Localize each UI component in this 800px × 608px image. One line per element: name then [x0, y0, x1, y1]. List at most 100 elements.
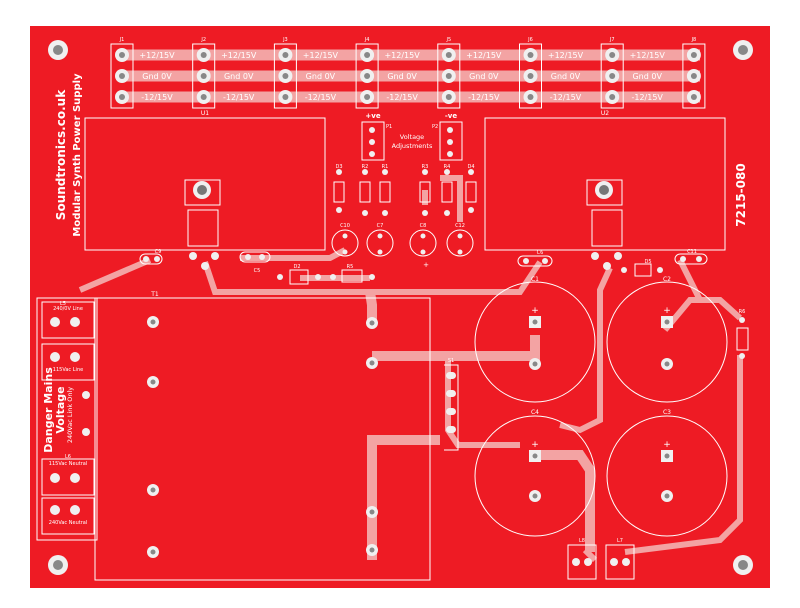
- copper-traces: [78, 49, 743, 563]
- header-pin-label: +12/15V: [221, 51, 257, 60]
- mains-terminal-block: [36, 297, 98, 541]
- c2-label: C2: [663, 276, 671, 283]
- header-pin-label: +12/15V: [548, 51, 584, 60]
- voltage-adjust-area: [361, 121, 463, 161]
- header-ref-label: J5: [445, 37, 451, 43]
- lower-small-parts: [139, 251, 708, 285]
- pos-adjust-label: +ve: [365, 112, 380, 120]
- header-outline: [110, 43, 134, 109]
- header-ref-label: J3: [282, 37, 288, 43]
- neg-adjust-label: -ve: [445, 112, 457, 120]
- c10-outline: [331, 229, 359, 257]
- pcb-board: [30, 26, 770, 588]
- r1-outline: [379, 181, 391, 203]
- header-pin-hole: [445, 94, 452, 100]
- header-pin-hole: [527, 73, 534, 79]
- l7-terminal: [605, 544, 635, 580]
- p2-label: P2: [432, 124, 438, 130]
- voltage-adjust-title-2: Adjustments: [392, 142, 433, 150]
- r3-outline: [419, 181, 431, 203]
- d2-label: D2: [293, 264, 300, 270]
- c7-outline: [366, 229, 394, 257]
- header-pin-hole: [609, 73, 616, 79]
- c11-outline: [674, 253, 708, 265]
- mains-link-note: 240Vac Link Only: [66, 387, 74, 443]
- c1-outline: [474, 281, 596, 403]
- d3-label: D3: [335, 164, 342, 170]
- mounting-holes: [48, 40, 753, 575]
- header-pin-hole: [527, 94, 534, 100]
- c10-label: C10: [340, 223, 350, 229]
- c12-outline: [446, 229, 474, 257]
- header-outline: [355, 43, 379, 109]
- header-ref-label: J6: [527, 37, 533, 43]
- header-ref-label: J4: [364, 37, 370, 43]
- r4-outline: [441, 181, 453, 203]
- header-pin-hole: [609, 94, 616, 100]
- mains-bottom-label: 240Vac Neutral: [49, 520, 87, 526]
- l5-label: L5: [60, 301, 66, 307]
- t1-label: T1: [150, 291, 159, 298]
- small-electrolytics: [331, 229, 474, 257]
- c1-plus: +: [531, 306, 539, 316]
- d4-label: D4: [467, 164, 474, 170]
- header-pin-hole: [364, 94, 371, 100]
- c3-plus: +: [663, 440, 671, 450]
- d5-outline: [634, 263, 652, 277]
- header-ref-label: J2: [200, 37, 206, 43]
- header-ref-label: J7: [609, 37, 615, 43]
- header-ref-label: J8: [691, 37, 697, 43]
- l6-label: L6: [65, 454, 71, 460]
- c8-outline: [409, 229, 437, 257]
- c11-label: C11: [687, 249, 697, 255]
- r2-label: R2: [362, 164, 369, 170]
- u1-outline: [84, 117, 326, 251]
- header-pin-label: -12/15V: [386, 93, 418, 102]
- c6-label: C6: [537, 250, 544, 256]
- d5-label: D5: [644, 259, 651, 265]
- header-pin-label: Gnd 0V: [306, 72, 336, 81]
- c2-outline: [606, 281, 728, 403]
- header-pin-label: Gnd 0V: [551, 72, 581, 81]
- c5-outline: [239, 251, 271, 263]
- small-component-pads: [336, 169, 474, 216]
- header-pin-hole: [364, 52, 371, 58]
- r2-outline: [359, 181, 371, 203]
- mounting-hole: [48, 555, 68, 575]
- mounting-hole: [48, 40, 68, 60]
- header-ref-label: J1: [119, 37, 125, 43]
- c2-plus: +: [663, 306, 671, 316]
- header-pin-hole: [282, 73, 289, 79]
- mounting-hole: [733, 40, 753, 60]
- regulator-outlines: [84, 117, 726, 251]
- danger-label-line2: Voltage: [54, 386, 67, 433]
- header-pin-label: Gnd 0V: [469, 72, 499, 81]
- header-pin-hole: [119, 52, 125, 58]
- small-components: [333, 181, 477, 203]
- header-pin-hole: [609, 52, 616, 58]
- voltage-adjust-title-1: Voltage: [400, 133, 424, 141]
- header-pin-label: Gnd 0V: [632, 72, 662, 81]
- header-pin-label: -12/15V: [223, 93, 255, 102]
- part-number-label: 7215-080: [734, 163, 748, 226]
- mains-top-label: 240/0V Line: [53, 306, 83, 312]
- r4-label: R4: [444, 164, 451, 170]
- header-j8: J8: [682, 37, 706, 109]
- header-pin-hole: [282, 52, 289, 58]
- c12-label: C12: [455, 223, 465, 229]
- regulator-pads: [189, 252, 622, 270]
- l8-label: L8: [579, 538, 585, 544]
- header-pin-label: -12/15V: [550, 93, 582, 102]
- product-label: Modular Synth Power Supply: [72, 73, 83, 237]
- danger-label-line1: Danger Mains: [42, 367, 55, 453]
- r5-label: R5: [347, 264, 354, 270]
- c9-label: C9: [155, 249, 162, 255]
- c6-outline: [517, 255, 553, 267]
- d4-outline: [465, 181, 477, 203]
- c5-label: C5: [254, 268, 261, 274]
